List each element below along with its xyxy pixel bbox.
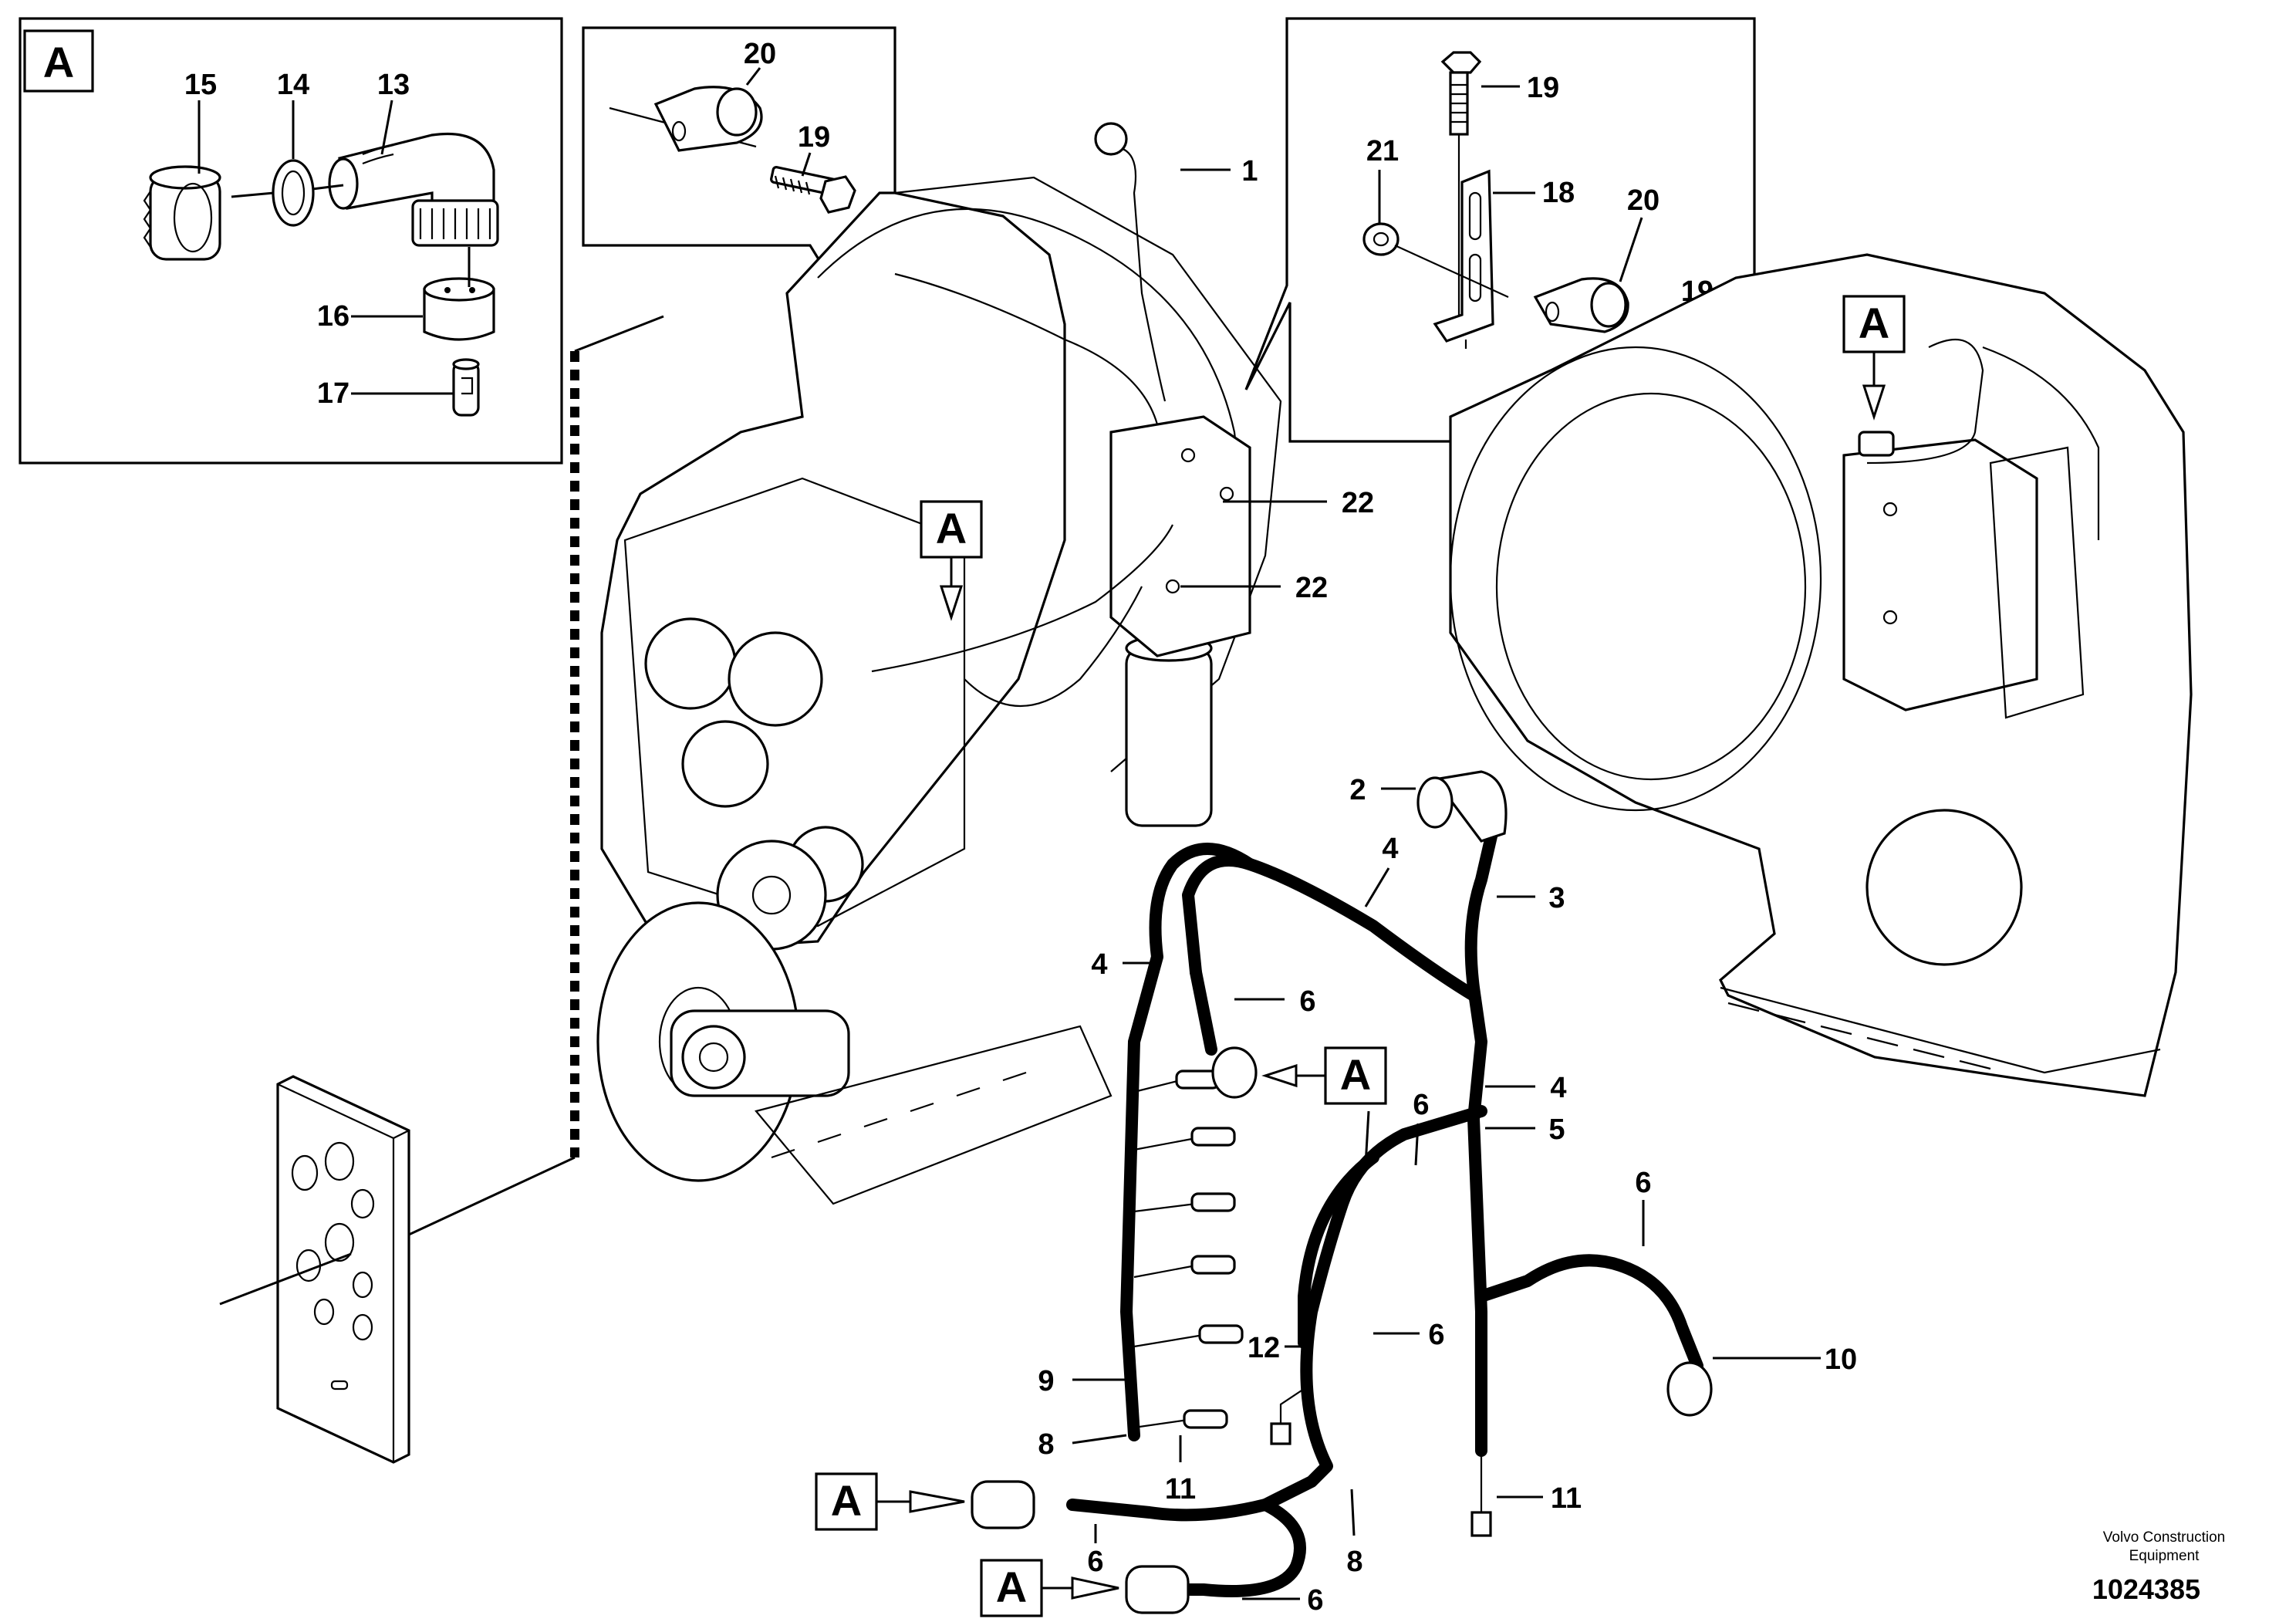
gear-nut-part bbox=[143, 165, 221, 261]
view-ref-bottom: A bbox=[980, 1559, 1119, 1617]
vertical-bolt-part bbox=[1440, 51, 1482, 324]
callout-4-top: 4 bbox=[1382, 833, 1398, 865]
callout-20-right: 20 bbox=[1627, 184, 1660, 217]
callout-15: 15 bbox=[184, 69, 217, 101]
washer-part bbox=[1362, 222, 1509, 299]
transmission-left bbox=[596, 122, 1282, 1205]
detail-inset-a: A bbox=[19, 17, 563, 465]
elbow-connector-part bbox=[328, 132, 499, 247]
credit-line-1: Volvo Construction bbox=[2103, 1529, 2225, 1546]
document-number: 1024385 bbox=[2092, 1573, 2200, 1605]
cover-plate-part bbox=[276, 1075, 410, 1464]
callout-6-mid: 6 bbox=[1413, 1089, 1429, 1121]
callout-1: 1 bbox=[1241, 155, 1258, 188]
main-callouts: 1 22 22 2 3 4 4 4 5 6 6 6 6 6 6 7 8 8 bbox=[1038, 155, 1857, 1617]
callout-10: 10 bbox=[1825, 1343, 1857, 1376]
mounting-bracket-part bbox=[1433, 169, 1494, 349]
callout-19-left: 19 bbox=[798, 121, 830, 154]
callout-6-bottom-left: 6 bbox=[1087, 1546, 1103, 1578]
bolt-part bbox=[770, 166, 856, 214]
callout-22-top: 22 bbox=[1342, 487, 1374, 519]
callout-6-right: 6 bbox=[1635, 1167, 1651, 1199]
callout-19-top: 19 bbox=[1527, 72, 1559, 104]
callout-21: 21 bbox=[1366, 135, 1399, 167]
svg-text:A: A bbox=[996, 1563, 1027, 1611]
svg-text:A: A bbox=[1859, 299, 1889, 347]
view-ref-center: A bbox=[920, 500, 983, 621]
callout-11-left: 11 bbox=[1165, 1473, 1196, 1505]
inset-a-label: A bbox=[43, 38, 74, 86]
callout-3: 3 bbox=[1548, 882, 1565, 914]
callout-17: 17 bbox=[317, 377, 349, 410]
callout-6-lower: 6 bbox=[1428, 1319, 1444, 1351]
callout-4-left: 4 bbox=[1091, 948, 1107, 981]
plug-part bbox=[423, 277, 495, 341]
callout-13: 13 bbox=[377, 69, 410, 101]
view-a-references: A A A A A bbox=[815, 295, 1906, 1617]
callout-4-right: 4 bbox=[1550, 1072, 1566, 1104]
callout-9: 9 bbox=[1038, 1365, 1054, 1397]
view-ref-harness: A bbox=[1261, 1046, 1387, 1105]
callout-18: 18 bbox=[1542, 177, 1575, 209]
callout-22-bottom: 22 bbox=[1295, 572, 1328, 604]
pin-part bbox=[452, 358, 480, 417]
callout-8-bottom: 8 bbox=[1346, 1546, 1362, 1578]
callout-11-right: 11 bbox=[1551, 1482, 1582, 1515]
callout-12: 12 bbox=[1248, 1332, 1280, 1364]
callout-6-bottom: 6 bbox=[1307, 1584, 1323, 1617]
transmission-right bbox=[1449, 253, 2193, 1097]
callout-6-top: 6 bbox=[1299, 985, 1315, 1018]
view-ref-bottom-left: A bbox=[815, 1472, 965, 1531]
svg-text:A: A bbox=[831, 1476, 862, 1525]
view-ref-right: A bbox=[1842, 295, 1906, 421]
callout-2: 2 bbox=[1349, 774, 1366, 806]
callout-20-left: 20 bbox=[744, 38, 776, 70]
seal-ring-part bbox=[272, 159, 315, 227]
callout-8-left: 8 bbox=[1038, 1428, 1054, 1461]
callout-16: 16 bbox=[317, 300, 349, 333]
clamp-detail-inset: 20 19 bbox=[582, 26, 896, 289]
callout-5: 5 bbox=[1548, 1113, 1565, 1146]
svg-text:A: A bbox=[936, 504, 967, 552]
callout-14: 14 bbox=[277, 69, 309, 101]
credit-line-2: Equipment bbox=[2129, 1548, 2200, 1564]
svg-text:A: A bbox=[1340, 1050, 1371, 1099]
wiring-harness bbox=[971, 770, 1713, 1614]
